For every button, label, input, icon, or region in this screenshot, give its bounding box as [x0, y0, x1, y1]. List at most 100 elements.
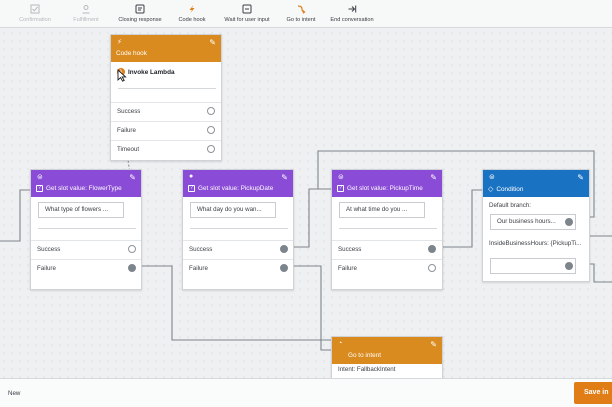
connector-line	[131, 265, 331, 341]
branch-row-success: Success	[111, 102, 221, 120]
slot-icon: ⊜	[338, 174, 344, 181]
branch-row-failure: Failure	[111, 121, 221, 139]
end-conversation-icon	[347, 2, 357, 15]
toolbar-label: Go to intent	[286, 17, 316, 23]
failure-port[interactable]	[207, 126, 215, 134]
toolbar-confirmation[interactable]: Confirmation	[10, 2, 60, 26]
edit-icon[interactable]: ✎	[281, 173, 288, 182]
branch-label: Success	[338, 246, 362, 253]
branch-row-timeout: Timeout	[111, 140, 221, 158]
branch-label: Failure	[189, 265, 208, 272]
branch-row-failure: Failure	[31, 259, 141, 277]
goto-intent-icon	[296, 2, 306, 15]
toolbar-end-conversation[interactable]: End conversation	[324, 2, 380, 26]
default-branch-label: Default branch:	[489, 202, 531, 209]
condition-icon: ⊜	[489, 174, 495, 181]
mouse-cursor-icon	[117, 69, 127, 82]
slot-type-icon: ?	[188, 185, 195, 192]
block-toolbar: Confirmation Fulfillment Closing respons…	[0, 0, 612, 28]
branch-condition-field[interactable]	[490, 258, 576, 274]
toolbar-label: Wait for user input	[224, 17, 270, 23]
default-branch-port[interactable]	[565, 218, 573, 226]
intent-name: Intent: FallbackIntent	[338, 366, 396, 373]
wait-input-icon	[242, 2, 252, 15]
slot-icon: ⊜	[37, 174, 43, 181]
block-header[interactable]: ⊜ ✎ ?Get slot value: PickupTime	[332, 170, 442, 197]
toolbar-fulfillment[interactable]: Fulfillment	[64, 2, 108, 26]
code-hook-icon	[187, 2, 197, 15]
invoke-lambda-label: Invoke Lambda	[128, 68, 175, 76]
message-icon	[135, 2, 145, 15]
connector-line	[431, 189, 482, 248]
connector-line	[0, 189, 30, 242]
block-header[interactable]: ⊜ ✎ ?Get slot value: FlowerType	[31, 170, 141, 197]
block-title: Get slot value: PickupTime	[347, 185, 423, 192]
prompt-preview[interactable]: What type of flowers ...	[38, 202, 124, 218]
branch-row-success: Success	[332, 240, 442, 258]
block-header[interactable]: ◔ ✎ Go to intent	[332, 337, 442, 364]
checkbox-icon	[30, 2, 40, 15]
prompt-preview[interactable]: At what time do you ...	[339, 202, 425, 218]
toolbar-label: Code hook	[178, 17, 206, 23]
code-hook-icon: ⚡	[117, 39, 122, 46]
default-branch-field[interactable]: Our business hours...	[490, 214, 576, 230]
toolbar-label: End conversation	[330, 17, 374, 23]
save-intent-button[interactable]: Save in	[574, 382, 612, 404]
block-header[interactable]: ⚡ ✎ Code hook	[111, 35, 221, 62]
prompt-text: At what time do you ...	[346, 206, 408, 213]
edit-icon[interactable]: ✎	[129, 173, 136, 182]
condition-block[interactable]: ⊜ ✎ ◇Condition Default branch: Our busin…	[482, 169, 590, 282]
block-title: Condition	[496, 185, 524, 193]
timeout-port[interactable]	[207, 145, 215, 153]
block-title: Get slot value: PickupDate	[198, 185, 274, 192]
prompt-text: What day do you wan...	[197, 206, 262, 213]
lambda-icon: λ	[117, 68, 125, 76]
default-branch-value: Our business hours...	[497, 218, 556, 225]
prompt-preview[interactable]: What day do you wan...	[190, 202, 276, 218]
branch-row-success: Success	[183, 240, 293, 258]
footer-bar: New Save in	[0, 378, 612, 407]
branch-label: Failure	[338, 265, 357, 272]
edit-icon[interactable]: ✎	[430, 340, 437, 349]
success-port[interactable]	[128, 245, 136, 253]
branch-label: Success	[189, 246, 213, 253]
toolbar-closing-response[interactable]: Closing response	[112, 2, 168, 26]
block-header[interactable]: ● ✎ ?Get slot value: PickupDate	[183, 170, 293, 197]
get-slot-flowertype-block[interactable]: ⊜ ✎ ?Get slot value: FlowerType What typ…	[30, 169, 142, 290]
slot-icon: ●	[189, 173, 194, 180]
go-to-intent-block[interactable]: ◔ ✎ Go to intent Intent: FallbackIntent	[331, 336, 443, 378]
toolbar-wait-for-user-input[interactable]: Wait for user input	[216, 2, 278, 26]
failure-port[interactable]	[280, 264, 288, 272]
status-text: New	[8, 390, 21, 397]
prompt-text: What type of flowers ...	[45, 206, 108, 213]
branch-row-failure: Failure	[183, 259, 293, 277]
branch-condition-label: InsideBusinessHours: {PickupTi...	[489, 240, 582, 247]
block-title: Go to intent	[348, 352, 382, 359]
connector-line	[283, 265, 331, 351]
success-port[interactable]	[428, 245, 436, 253]
failure-port[interactable]	[428, 264, 436, 272]
block-header[interactable]: ⊜ ✎ ◇Condition	[483, 170, 589, 197]
success-port[interactable]	[280, 245, 288, 253]
block-title: Get slot value: FlowerType	[46, 185, 122, 192]
branch-label: Timeout	[117, 146, 140, 153]
divider	[118, 88, 216, 89]
diamond-icon: ◇	[488, 186, 494, 193]
edit-icon[interactable]: ✎	[209, 38, 216, 47]
toolbar-code-hook[interactable]: Code hook	[172, 2, 212, 26]
get-slot-pickuptime-block[interactable]: ⊜ ✎ ?Get slot value: PickupTime At what …	[331, 169, 443, 290]
divider	[190, 228, 288, 229]
invoke-lambda-row: λ Invoke Lambda	[117, 68, 175, 76]
slot-type-icon: ?	[36, 185, 43, 192]
toolbar-go-to-intent[interactable]: Go to intent	[280, 2, 322, 26]
get-slot-pickupdate-block[interactable]: ● ✎ ?Get slot value: PickupDate What day…	[182, 169, 294, 290]
edit-icon[interactable]: ✎	[430, 173, 437, 182]
failure-port[interactable]	[128, 264, 136, 272]
block-title: Code hook	[116, 50, 147, 57]
code-hook-block[interactable]: ⚡ ✎ Code hook λ Invoke Lambda Success Fa…	[110, 34, 222, 161]
branch-port[interactable]	[565, 262, 573, 270]
edit-icon[interactable]: ✎	[577, 173, 584, 182]
flow-canvas[interactable]: ⚡ ✎ Code hook λ Invoke Lambda Success Fa…	[0, 29, 612, 378]
success-port[interactable]	[207, 107, 215, 115]
